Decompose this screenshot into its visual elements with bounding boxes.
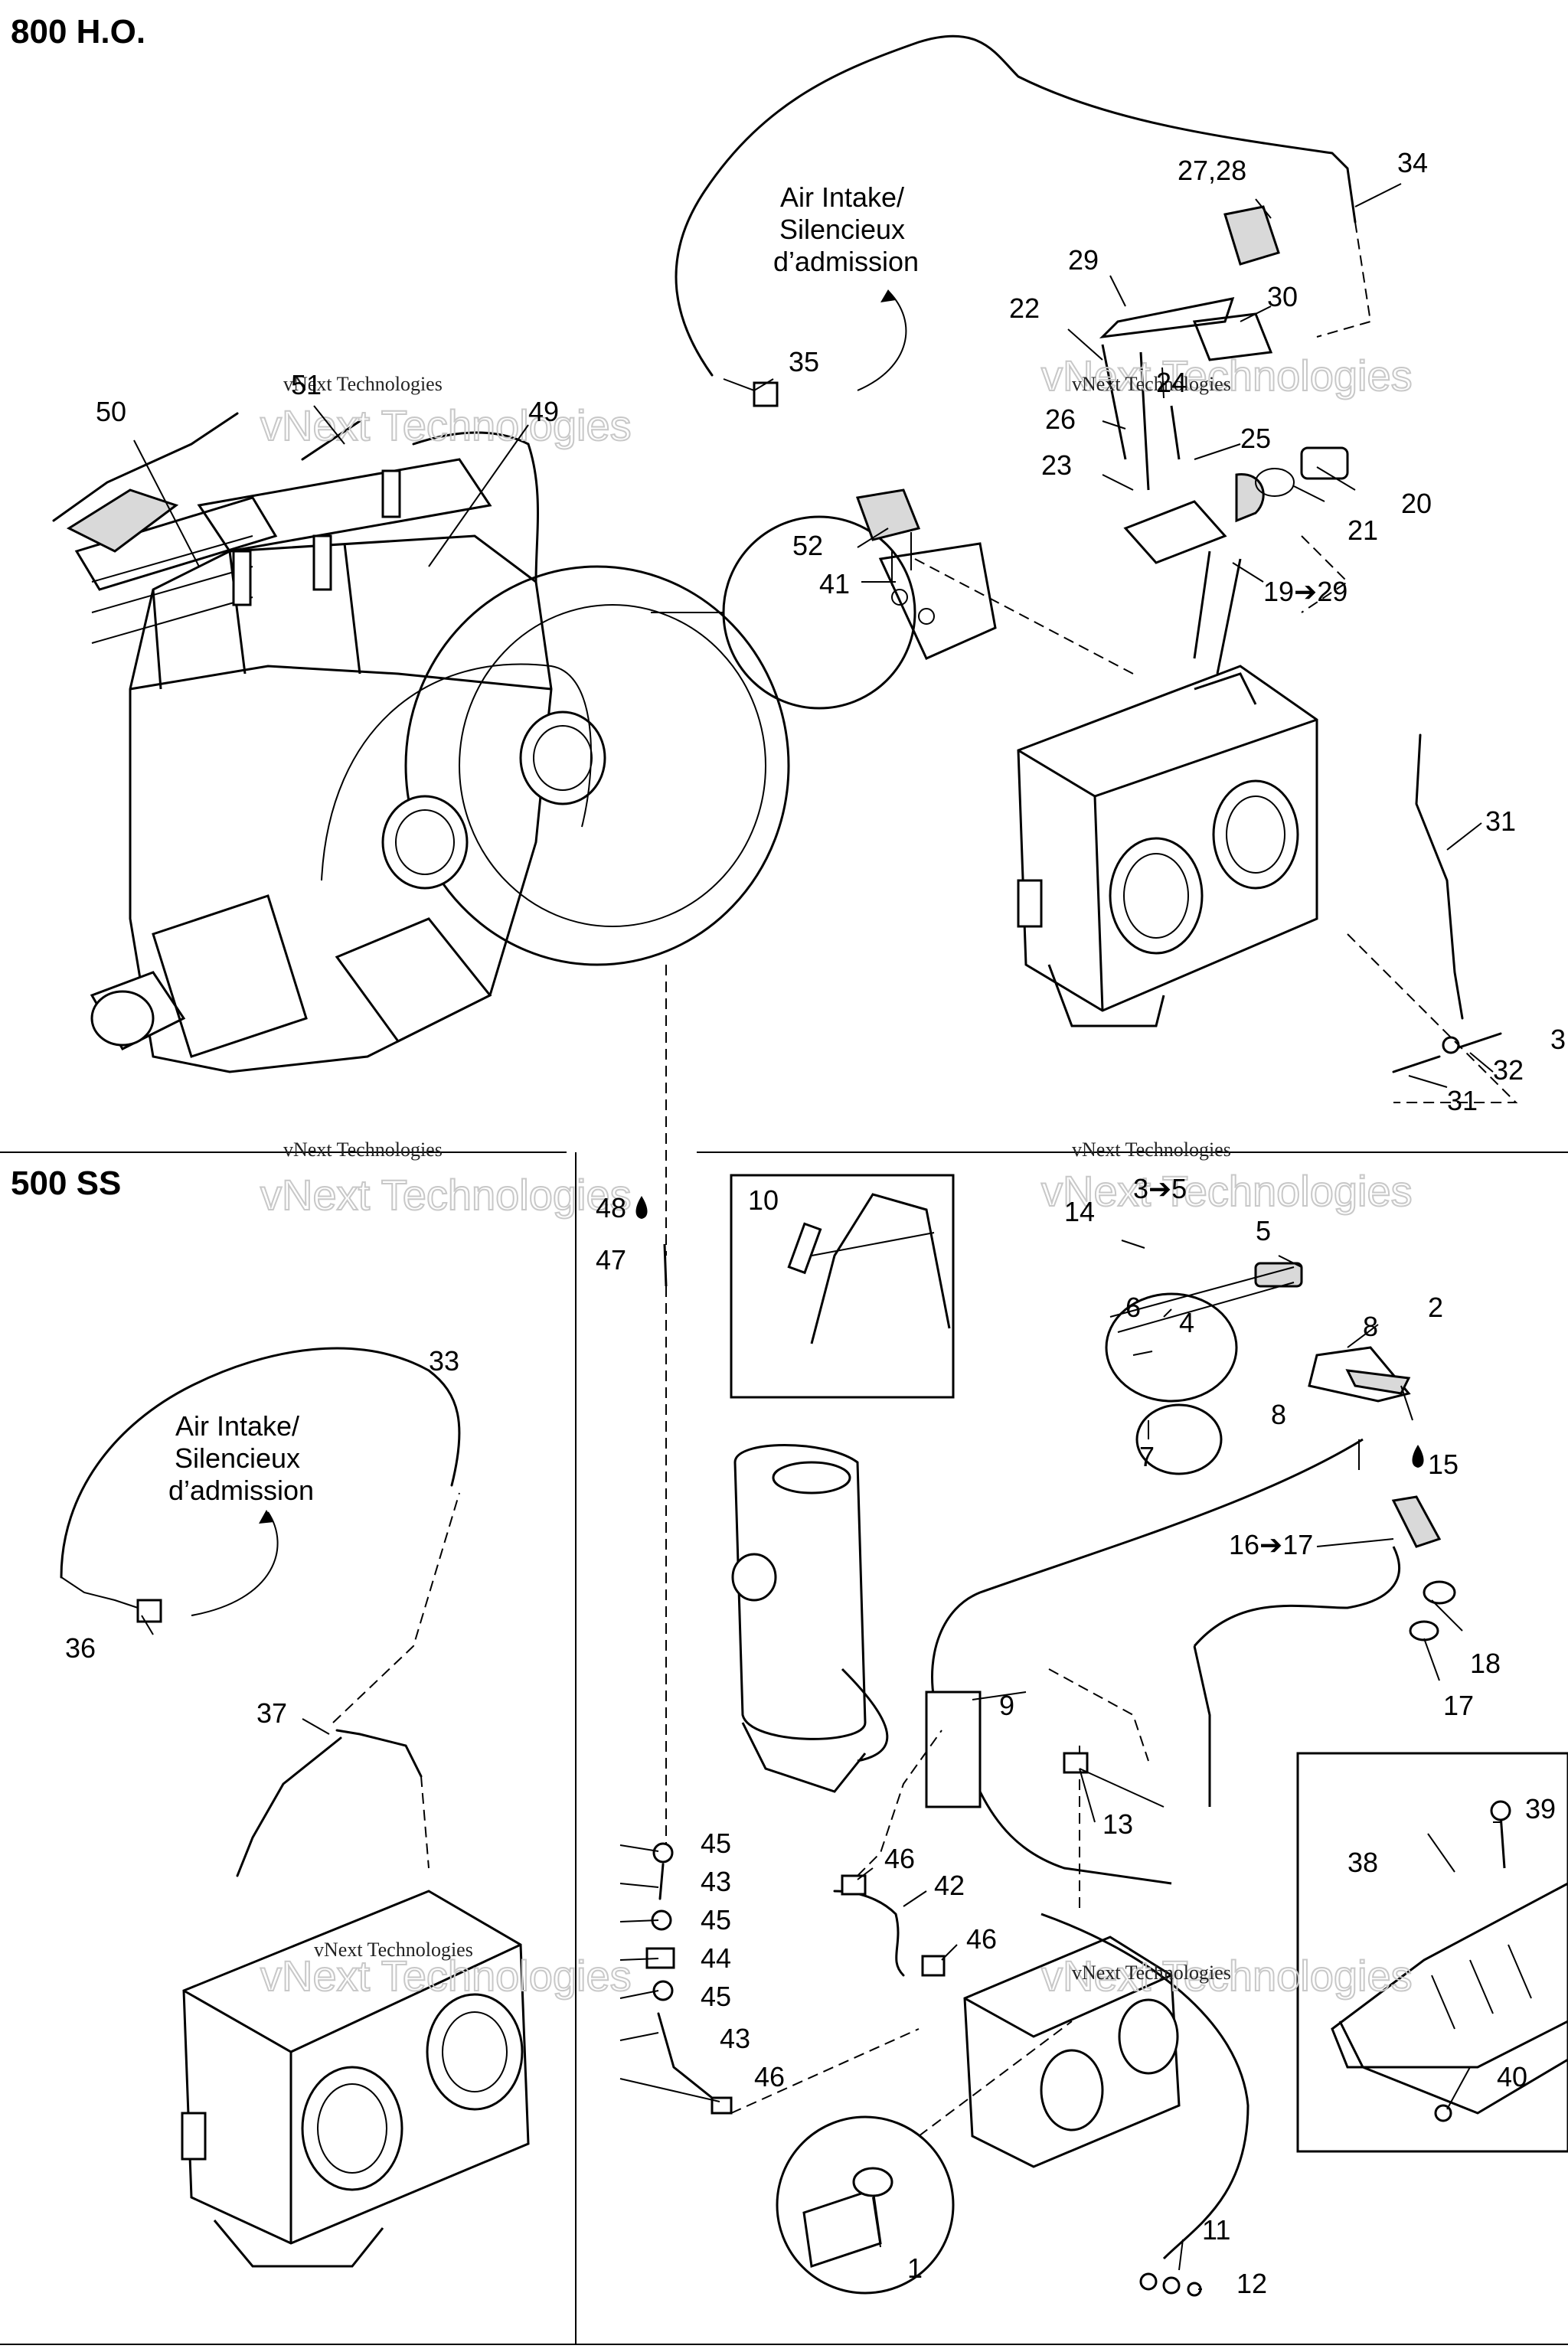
part-label: 35 (789, 346, 819, 377)
part-label: 23 (1041, 449, 1072, 481)
part-label: 37 (256, 1697, 287, 1729)
part-label: 9 (999, 1690, 1014, 1721)
part-label: 45 (701, 1828, 731, 1859)
oil-drop-icon (1412, 1445, 1424, 1468)
part-label: 42 (934, 1870, 965, 1901)
section-title-500ss: 500 SS (11, 1165, 121, 1202)
carburetor-assembly-500ss (60, 1347, 530, 2268)
part-label: 34 (1397, 147, 1428, 178)
section-dividers (0, 1152, 1568, 2345)
watermark-outline: vNext Technologies (260, 401, 632, 449)
part-label: 11 (1202, 2214, 1230, 2246)
part-label: 41 (819, 568, 850, 599)
part-label: 5 (1256, 1215, 1271, 1246)
watermark-4: vNext Technologies vNext Technologies (1040, 1138, 1413, 1216)
part-label: 46 (966, 1923, 997, 1955)
watermark-text: vNext Technologies (283, 1138, 443, 1161)
watermark-1: vNext Technologies vNext Technologies (260, 373, 632, 450)
part-label: 12 (1236, 2268, 1267, 2299)
carburetor-assembly-top (675, 34, 1518, 1103)
part-label: 30 (1267, 281, 1298, 312)
part-label: 33 (429, 1345, 459, 1377)
watermark-text: vNext Technologies (314, 1939, 473, 1961)
part-label: 17 (1443, 1690, 1474, 1721)
part-label: 3➔5 (1133, 1173, 1187, 1204)
carburetor-assembly-bottom (776, 1668, 1181, 2295)
part-label: 48 (596, 1192, 626, 1223)
watermark-text: vNext Technologies (1072, 1962, 1231, 1984)
part-label: 36 (65, 1632, 96, 1664)
part-labels: 1 2 3➔5 4 5 6 7 8 8 9 10 11 12 13 14 15 … (65, 147, 1566, 2299)
part-label: 8 (1271, 1399, 1286, 1430)
part-label: 52 (792, 530, 823, 561)
oil-drop-icon (635, 1196, 648, 1219)
part-label: 4 (1179, 1307, 1194, 1338)
part-label: 26 (1045, 403, 1076, 435)
part-label: 39 (1525, 1793, 1556, 1824)
watermark-text: vNext Technologies (1072, 373, 1231, 395)
throttle-cables (925, 1438, 1456, 2297)
watermark-5: vNext Technologies vNext Technologies (260, 1939, 632, 2001)
part-label: 14 (1064, 1196, 1095, 1227)
part-label: 32 (1493, 1054, 1524, 1086)
part-label: 18 (1470, 1648, 1501, 1679)
air-intake-label-bottom: Air Intake/ Silencieux d’admission (168, 1410, 314, 1506)
part-label: 20 (1401, 488, 1432, 519)
watermark-outline: vNext Technologies (260, 1952, 632, 2000)
watermark-outline: vNext Technologies (260, 1171, 632, 1219)
part-label: 2 (1428, 1292, 1443, 1323)
part-label: 44 (701, 1942, 731, 1974)
leader-lines (133, 183, 1502, 2290)
watermark-outline: vNext Technologies (1041, 1952, 1413, 2000)
part-label: 49 (528, 396, 559, 427)
watermark-text: vNext Technologies (283, 373, 443, 395)
part-label: 29 (1068, 244, 1099, 276)
fuel-line-assembly (645, 965, 920, 2115)
part-label: 24 (1156, 367, 1187, 398)
part-label: 46 (884, 1843, 915, 1874)
part-label: 38 (1348, 1847, 1378, 1878)
airbox-cover-box (1296, 1752, 1568, 2153)
part-label: 1 (907, 2252, 923, 2284)
air-intake-label-top: Air Intake/ Silencieux d’admission (773, 181, 919, 277)
part-label: 21 (1348, 514, 1378, 546)
part-label: 47 (596, 1244, 626, 1276)
part-label: 50 (96, 396, 126, 427)
throttle-housing-group (1105, 1262, 1411, 1475)
part-label: 43 (701, 1866, 731, 1897)
detail-circle-sensor (651, 488, 1134, 710)
part-label: 16➔17 (1229, 1529, 1313, 1560)
part-label: 31 (1447, 1085, 1478, 1116)
part-label: 6 (1125, 1292, 1141, 1323)
watermark-text: vNext Technologies (1072, 1138, 1231, 1161)
part-label: 31 (1485, 805, 1516, 837)
section-title-800ho: 800 H.O. (11, 13, 145, 51)
part-label: 13 (1102, 1808, 1133, 1840)
part-label: 27,28 (1178, 155, 1246, 186)
part-label: 25 (1240, 423, 1271, 454)
part-label: 19➔29 (1263, 576, 1348, 607)
watermark-3: vNext Technologies vNext Technologies (260, 1138, 632, 1220)
air-intake-callout-top: Air Intake/ Silencieux d’admission (773, 181, 919, 391)
engine-assembly (52, 412, 790, 1073)
part-label: 3 (1550, 1024, 1566, 1055)
part-label: 51 (291, 369, 322, 400)
part-label: 7 (1139, 1441, 1155, 1472)
part-label: 45 (701, 1904, 731, 1936)
part-label: 43 (720, 2023, 750, 2054)
part-label: 22 (1009, 292, 1040, 324)
watermark-2: vNext Technologies vNext Technologies (1040, 351, 1413, 400)
air-intake-callout-bottom: Air Intake/ Silencieux d’admission (168, 1410, 314, 1616)
part-label: 10 (748, 1184, 779, 1216)
watermark-6: vNext Technologies vNext Technologies (1040, 1951, 1413, 2001)
part-label: 46 (754, 2061, 785, 2092)
watermark-outline: vNext Technologies (1041, 1167, 1413, 1215)
part-label: 8 (1363, 1311, 1378, 1342)
part-label: 45 (701, 1981, 731, 2012)
silencer-box (730, 1174, 955, 1793)
part-label: 15 (1428, 1449, 1459, 1480)
part-label: 40 (1497, 2061, 1527, 2092)
